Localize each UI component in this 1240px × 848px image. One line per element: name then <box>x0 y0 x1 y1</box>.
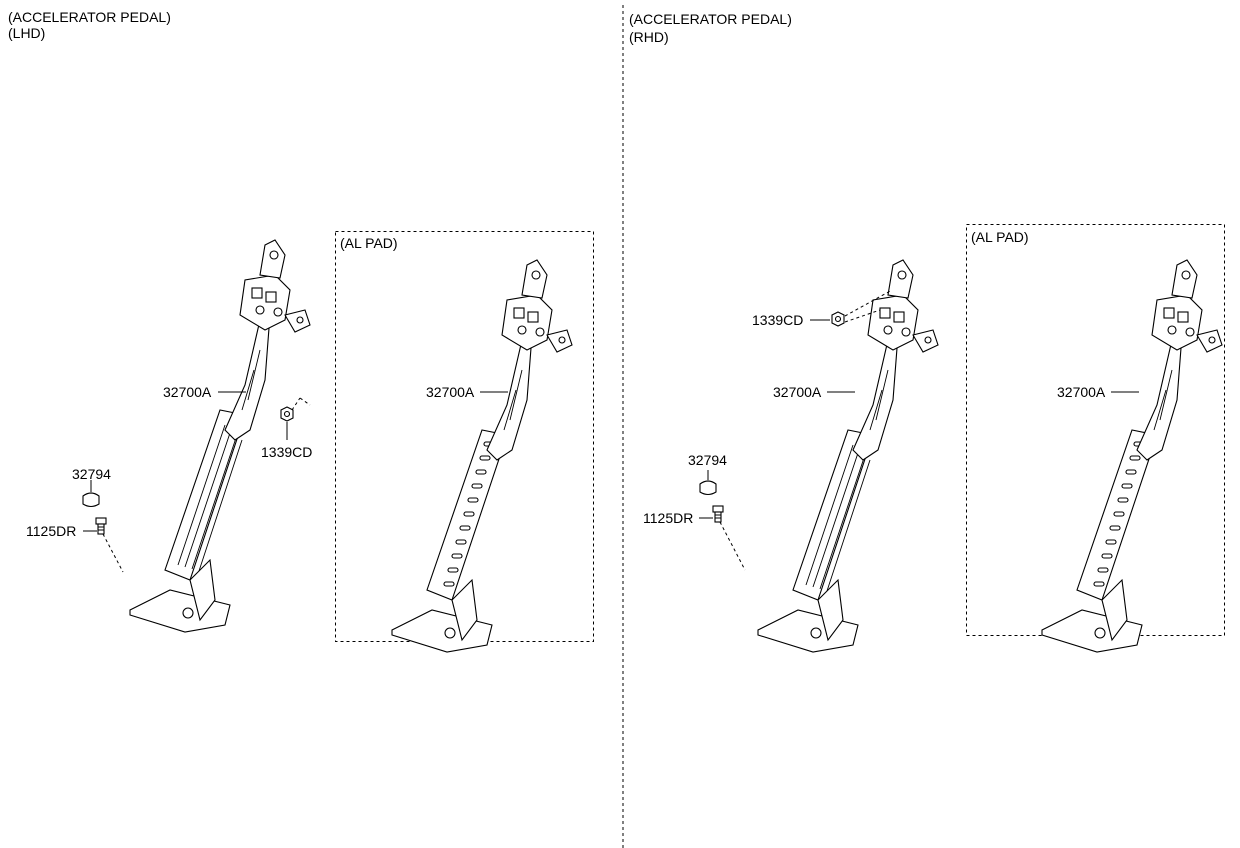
lhd-panel: (ACCELERATOR PEDAL) (LHD) 32700A 1339CD … <box>8 9 594 653</box>
rhd-title-line2: (RHD) <box>629 29 669 45</box>
lhd-label-1125dr: 1125DR <box>26 523 76 539</box>
lhd-nut-part <box>280 406 294 422</box>
rhd-stopper-part <box>699 480 717 496</box>
lhd-title-line2: (LHD) <box>8 25 45 41</box>
rhd-al-pad-label-32700a: 32700A <box>1057 384 1106 400</box>
rhd-title-line1: (ACCELERATOR PEDAL) <box>629 11 792 27</box>
rhd-bolt-part <box>712 505 724 523</box>
rhd-al-pad-pedal <box>1041 259 1223 653</box>
lhd-label-1339cd: 1339CD <box>261 444 312 460</box>
rhd-al-pad-title: (AL PAD) <box>971 229 1029 245</box>
rhd-label-1339cd: 1339CD <box>752 312 803 328</box>
lhd-al-pad-box <box>335 231 594 642</box>
lhd-title-line1: (ACCELERATOR PEDAL) <box>8 9 171 25</box>
rhd-label-32700a: 32700A <box>773 384 822 400</box>
lhd-stopper-part <box>82 492 100 508</box>
rhd-label-32794: 32794 <box>688 452 727 468</box>
lhd-al-pad-label-32700a: 32700A <box>426 384 475 400</box>
lhd-al-pad-title: (AL PAD) <box>340 235 398 251</box>
lhd-label-32700a: 32700A <box>163 384 212 400</box>
lhd-label-32794: 32794 <box>72 466 111 482</box>
rhd-nut-part <box>831 311 845 327</box>
lhd-bolt-part <box>95 517 107 535</box>
lhd-al-pad-pedal <box>391 259 573 653</box>
rhd-label-1125dr: 1125DR <box>643 510 693 526</box>
rhd-panel: (ACCELERATOR PEDAL) (RHD) 32700A 1339CD … <box>629 11 1225 653</box>
lhd-pedal-assembly <box>129 239 311 633</box>
